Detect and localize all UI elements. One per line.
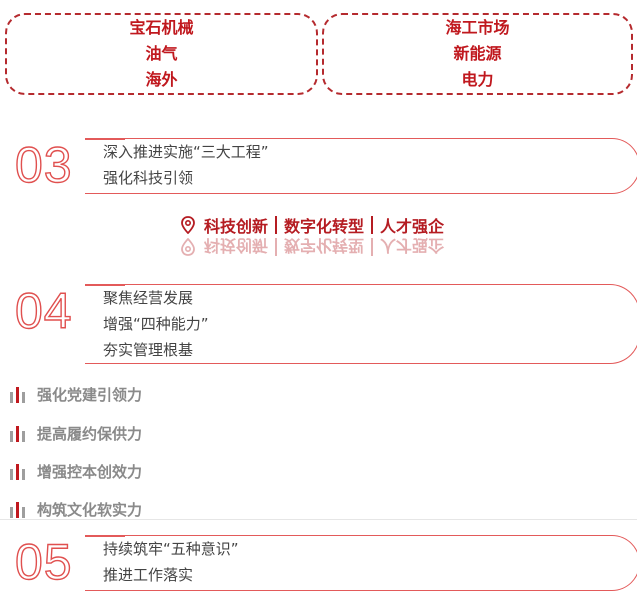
section-05-frame	[85, 535, 637, 591]
keyword-2: 数字化转型	[284, 217, 365, 236]
box-right-line-2: 新能源	[453, 44, 502, 63]
box-right-line-1: 海工市场	[445, 18, 510, 37]
section-03: 03 深入推进实施“三大工程” 强化科技引领	[14, 137, 637, 194]
box-left-line-1: 宝石机械	[129, 18, 194, 37]
section-number-03: 03	[14, 137, 73, 193]
section-04-line-2: 增强“四种能力”	[103, 315, 209, 333]
section-04-text: 聚焦经营发展 增强“四种能力” 夯实管理根基	[103, 285, 209, 363]
section-number-05: 05	[14, 534, 73, 590]
box-left-line-2: 油气	[145, 44, 178, 63]
capability-label-3: 增强控本创效力	[37, 463, 143, 481]
capability-item-2: 提高履约保供力	[10, 423, 142, 444]
section-04: 04 聚焦经营发展 增强“四种能力” 夯实管理根基	[14, 283, 637, 364]
section-04-line-3: 夯实管理根基	[103, 341, 194, 359]
capability-label-4: 构筑文化软实力	[37, 501, 143, 519]
capability-item-3: 增强控本创效力	[10, 461, 142, 482]
keyword-separator	[275, 216, 278, 234]
location-pin-icon-reflection	[181, 238, 195, 256]
section-03-line-2: 强化科技引领	[103, 169, 194, 187]
bar-chart-icon	[10, 463, 28, 480]
keyword-reflection-2: 数字化转型	[284, 236, 365, 255]
keyword-1: 科技创新	[204, 217, 269, 236]
bar-chart-icon	[10, 386, 28, 403]
section-05: 05 持续筑牢“五种意识” 推进工作落实	[14, 534, 637, 591]
box-right-line-3: 电力	[461, 70, 494, 89]
bar-chart-icon	[10, 425, 28, 442]
section-05-line-1: 持续筑牢“五种意识”	[103, 540, 239, 558]
bar-chart-icon	[10, 501, 28, 518]
keyword-strip: 科技创新 数字化转型 人才强企	[180, 213, 444, 237]
section-number-04: 04	[14, 283, 73, 339]
keyword-strip-reflection: 科技创新 数字化转型 人才强企	[180, 235, 444, 259]
business-box-right: 海工市场 新能源 电力	[322, 13, 633, 95]
capability-label-2: 提高履约保供力	[37, 425, 143, 443]
section-04-frame	[85, 284, 637, 364]
keyword-separator	[371, 238, 374, 256]
capability-item-1: 强化党建引领力	[10, 384, 142, 405]
section-05-line-2: 推进工作落实	[103, 566, 194, 584]
location-pin-icon	[181, 216, 195, 234]
section-04-line-1: 聚焦经营发展	[103, 289, 194, 307]
capability-item-4: 构筑文化软实力	[10, 499, 142, 520]
section-03-line-1: 深入推进实施“三大工程”	[103, 143, 269, 161]
business-box-left: 宝石机械 油气 海外	[5, 13, 318, 95]
section-03-frame	[85, 138, 637, 194]
keyword-reflection-1: 科技创新	[204, 236, 269, 255]
keyword-separator	[275, 238, 278, 256]
divider	[0, 519, 637, 520]
box-left-line-3: 海外	[145, 70, 178, 89]
keyword-separator	[371, 216, 374, 234]
keyword-3: 人才强企	[380, 217, 445, 236]
section-05-text: 持续筑牢“五种意识” 推进工作落实	[103, 536, 239, 588]
keyword-reflection-3: 人才强企	[380, 236, 445, 255]
section-03-text: 深入推进实施“三大工程” 强化科技引领	[103, 139, 269, 191]
capability-label-1: 强化党建引领力	[37, 386, 143, 404]
